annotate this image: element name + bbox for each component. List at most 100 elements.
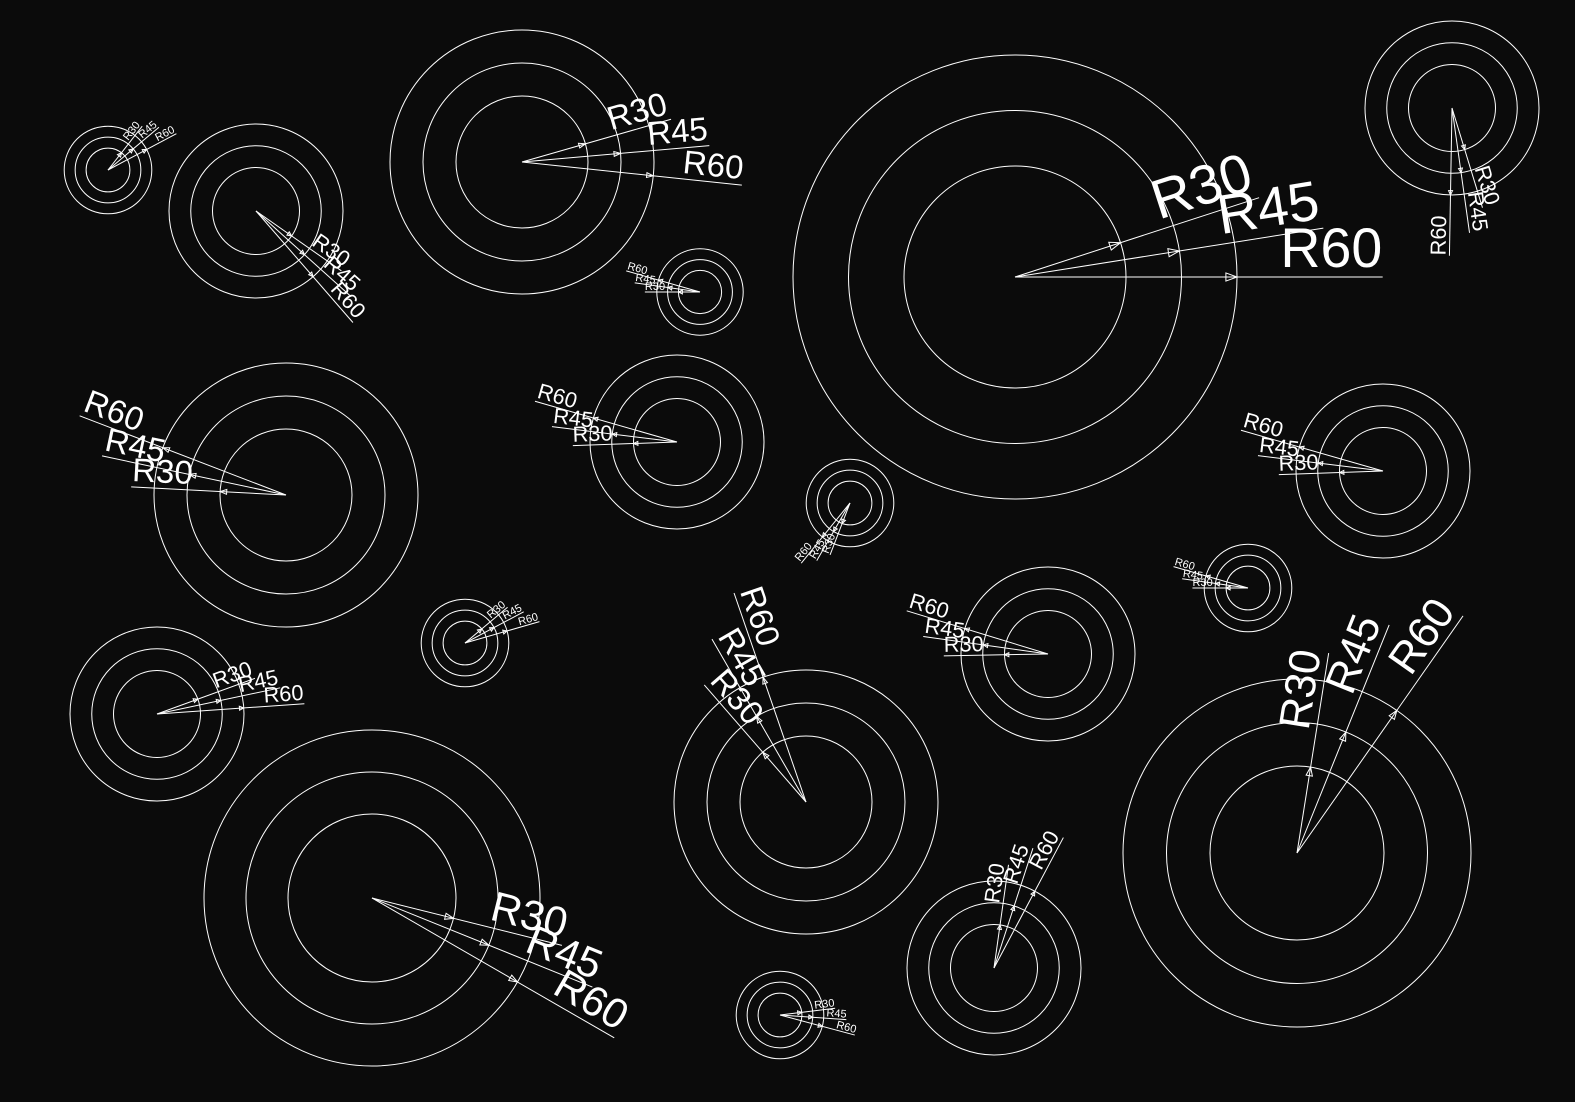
leader-line-r30 <box>572 441 678 447</box>
circle-r45 <box>1386 42 1518 174</box>
arrowhead-icon <box>502 629 509 635</box>
circle-r30 <box>113 670 201 758</box>
radius-label-r45: R45 <box>1463 190 1493 233</box>
radius-label-r60: R60 <box>1380 590 1465 683</box>
circle-r60 <box>153 362 419 628</box>
circle-r60 <box>960 566 1136 742</box>
arrowhead-icon <box>833 526 839 533</box>
arrowhead-icon <box>1224 585 1231 591</box>
radius-label-r60: R60 <box>835 1019 858 1036</box>
leader-line-r60 <box>255 210 354 323</box>
arrowhead-icon <box>817 1022 824 1028</box>
arrowhead-icon <box>1460 144 1466 151</box>
leader-line-r30 <box>156 677 256 715</box>
leader-line-r45 <box>521 145 710 163</box>
leader-line-r45 <box>101 455 287 496</box>
arrowhead-icon <box>299 249 306 256</box>
leader-line-r30 <box>521 118 672 163</box>
leader-line-r45 <box>371 897 593 988</box>
arrowhead-icon <box>632 440 639 447</box>
leader-line-r30 <box>1014 197 1260 278</box>
circle-r45 <box>91 648 223 780</box>
leader-line-r30 <box>1451 107 1483 208</box>
leader-line-r60 <box>800 502 851 564</box>
arrowhead-icon <box>443 912 455 920</box>
arrowhead-icon <box>1317 460 1324 467</box>
radius-label-r60: R60 <box>1426 215 1452 255</box>
arrowhead-icon <box>218 488 228 496</box>
circle-r30 <box>1004 610 1092 698</box>
circle-r45 <box>186 395 386 595</box>
circle-r60 <box>1122 678 1472 1028</box>
arrowhead-icon <box>1305 765 1314 777</box>
circle-r30 <box>212 167 300 255</box>
circle-r30 <box>827 480 873 526</box>
circle-r45 <box>1166 722 1428 984</box>
circle-r45 <box>611 376 743 508</box>
arrowhead-icon <box>577 142 587 149</box>
radius-label-r60: R60 <box>626 260 649 277</box>
radius-label-r30: R30 <box>1193 577 1213 589</box>
circle-r60 <box>805 458 895 548</box>
circle-r45 <box>1317 405 1449 537</box>
leader-line-r60 <box>993 837 1064 969</box>
leader-line-r45 <box>1451 107 1471 233</box>
leader-line-r60 <box>906 610 1049 655</box>
radius-label-r45: R45 <box>646 110 710 152</box>
circle-r60 <box>69 626 245 802</box>
leader-line-r60 <box>521 161 742 186</box>
leader-line-r60 <box>464 621 540 644</box>
arrowhead-icon <box>1298 445 1305 452</box>
leader-line-r45 <box>711 638 807 803</box>
leader-line-r60 <box>779 1014 855 1036</box>
arrowhead-icon <box>963 627 971 633</box>
circle-r60 <box>203 729 541 1067</box>
leader-line-r45 <box>923 635 1049 655</box>
radius-label-r30: R30 <box>814 997 835 1011</box>
circle-r60 <box>63 125 153 215</box>
arrowhead-icon <box>677 289 683 295</box>
leader-line-r45 <box>156 687 281 715</box>
leader-line-r30 <box>703 684 807 803</box>
radius-label-r60: R60 <box>793 541 815 564</box>
circle-r30 <box>1209 765 1385 941</box>
arrowhead-icon <box>1338 469 1345 476</box>
leader-line-r60 <box>79 415 287 496</box>
circle-r60 <box>735 970 825 1060</box>
leader-line-r60 <box>1448 107 1453 256</box>
leader-line-r30 <box>993 864 1010 969</box>
circle-r45 <box>706 702 906 902</box>
leader-line-r30 <box>1278 470 1384 476</box>
radius-label-r60: R60 <box>681 143 745 186</box>
leader-line-r45 <box>1014 227 1324 278</box>
radius-label-r60: R60 <box>907 588 952 624</box>
radius-label-r45: R45 <box>826 1007 847 1020</box>
circle-r60 <box>1364 20 1540 196</box>
arrowhead-icon <box>762 675 769 685</box>
leader-line-r60 <box>626 270 701 293</box>
arrowhead-icon <box>286 230 293 237</box>
circle-r45 <box>431 609 499 677</box>
arrowhead-icon <box>755 715 763 724</box>
arrowhead-icon <box>141 148 148 155</box>
leader-line-r60 <box>733 592 807 803</box>
arrowhead-icon <box>796 1010 803 1016</box>
circle-r30 <box>1408 64 1496 152</box>
arrowhead-icon <box>592 416 599 423</box>
arrowhead-icon <box>1167 248 1181 258</box>
arrowhead-icon <box>238 705 245 712</box>
leader-line-r60 <box>156 703 305 715</box>
arrowhead-icon <box>1214 581 1221 587</box>
radius-label-r60: R60 <box>1173 556 1196 573</box>
circle-r60 <box>1295 383 1471 559</box>
circle-r45 <box>422 62 622 262</box>
